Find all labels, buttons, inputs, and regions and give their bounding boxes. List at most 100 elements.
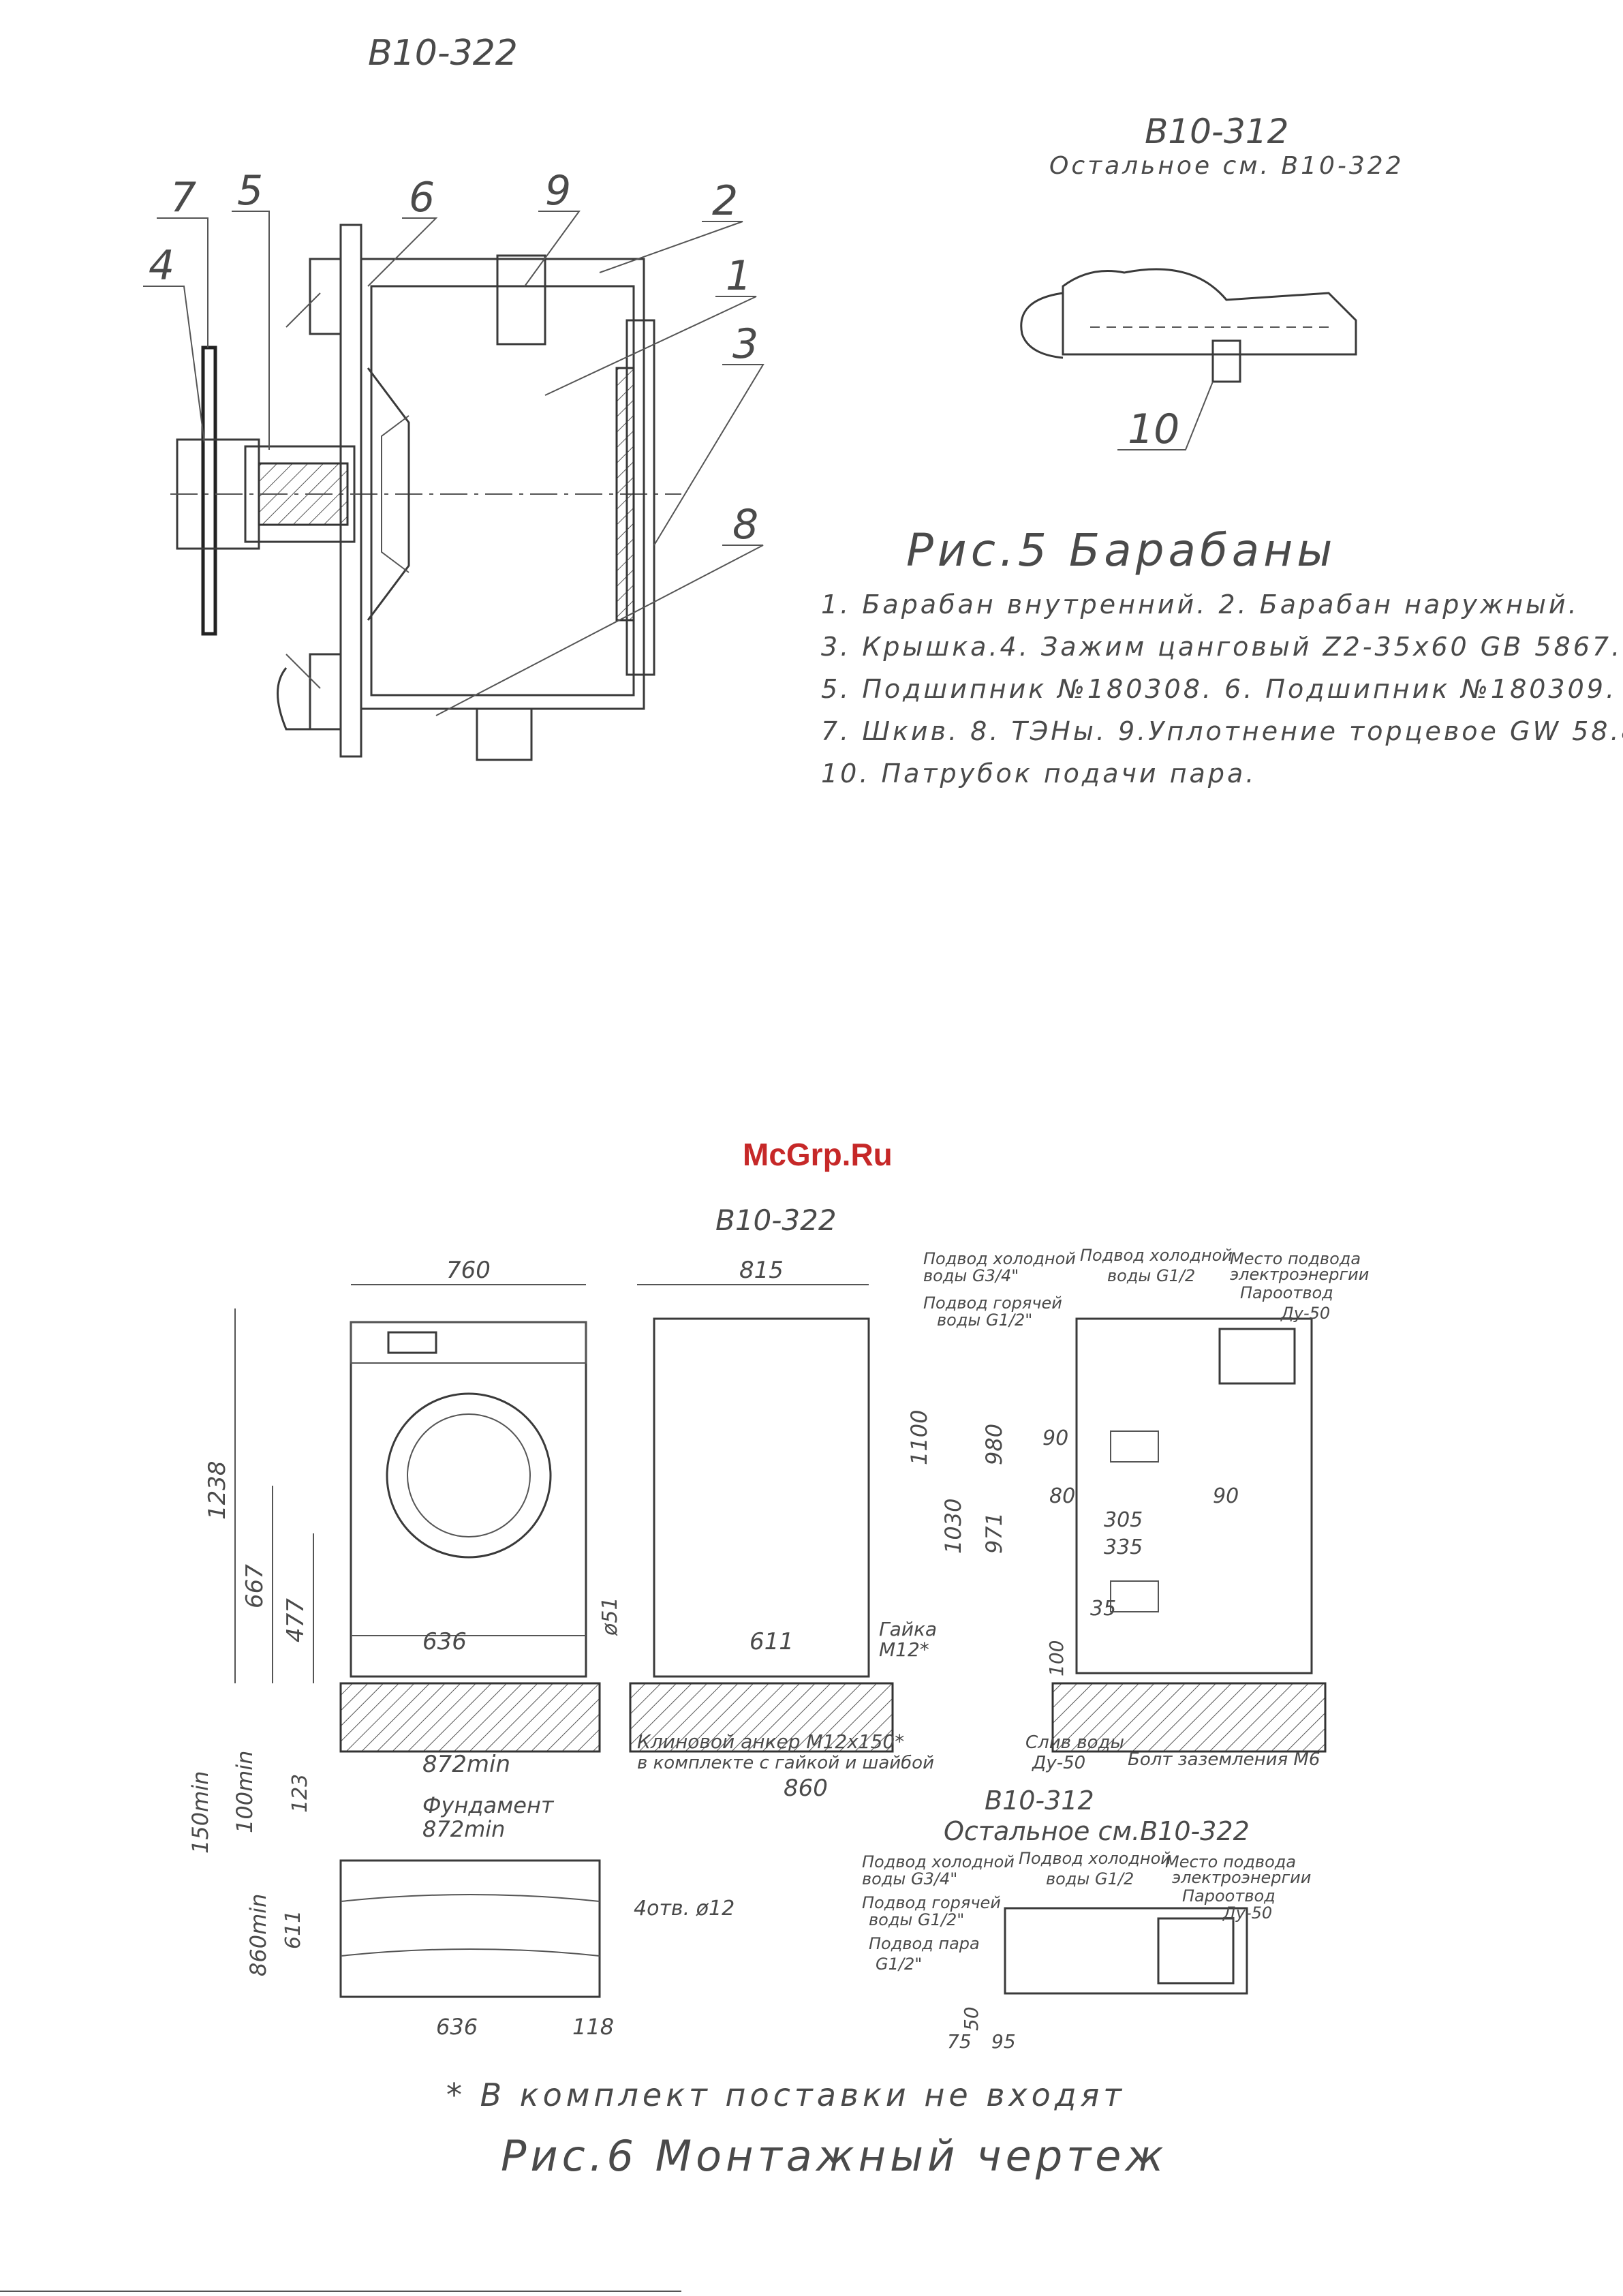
front-body	[350, 1321, 587, 1678]
rear-cold-2b: воды G1/2	[1107, 1266, 1195, 1285]
foundation-plan: Фундамент 872min 123 860min 611 4отв. ø1…	[245, 1774, 735, 2040]
pulley	[201, 346, 217, 636]
variant-vent	[1157, 1917, 1235, 1985]
fig5-caption: Рис.5 Барабаны	[906, 524, 1336, 577]
callout-5: 5	[237, 167, 263, 215]
front-view: 760 1238 667 477 636 872min 150min 100mi…	[187, 1257, 601, 1854]
rear-vent	[1218, 1328, 1296, 1385]
fig5-drum-section: В10-322 7 5 6 9 2 1 3 4 8	[143, 33, 1623, 789]
variant-steam-b: G1/2"	[876, 1955, 922, 1974]
variant-steam-pipe	[1211, 339, 1241, 383]
variant-hot-b: воды G1/2"	[869, 1910, 964, 1929]
control-panel	[350, 1321, 587, 1364]
legend-line: 7. Шкив. 8. ТЭНы. 9.Уплотнение торцевое …	[821, 716, 1623, 746]
variant-cold-1: Подвод холодной	[862, 1852, 1015, 1871]
dim-872min: 872min	[422, 1751, 510, 1778]
dim-90b: 90	[1213, 1484, 1239, 1508]
dim-100min: 100min	[232, 1751, 258, 1833]
lower-bracket	[309, 653, 342, 731]
fig5-variant-title: В10-312	[1145, 112, 1288, 151]
rear-view: Подвод холодной воды G3/4" Подвод холодн…	[906, 1246, 1369, 1773]
dim-760: 760	[446, 1257, 491, 1284]
variant-body	[1004, 1907, 1248, 1995]
fig5-legend: 1. Барабан внутренний. 2. Барабан наружн…	[821, 590, 1623, 789]
rear-vent-label: Пароотвод	[1240, 1283, 1333, 1302]
drum-back-cone	[367, 367, 410, 621]
drain-label: Слив воды	[1025, 1732, 1124, 1753]
anchor-label: Клиновой анкер М12х150*	[637, 1730, 904, 1753]
upper-bracket	[309, 258, 342, 335]
side-view: 815 611 ø51 Гайка М12* Клиновой анкер М1…	[598, 1257, 937, 1802]
fig6-model-title: В10-322	[715, 1204, 837, 1237]
steam-inlet	[496, 254, 546, 346]
callout-1: 1	[726, 252, 752, 300]
fig6-installation-drawing: В10-322 760 1238 667 477 636 872min 150m…	[187, 1204, 1369, 2181]
outer-drum	[360, 258, 645, 710]
rear-foundation	[1051, 1682, 1327, 1753]
fig6-variant-note: Остальное см.В10-322	[944, 1816, 1250, 1846]
callout-6: 6	[409, 174, 435, 221]
rear-cold-2: Подвод холодной	[1080, 1246, 1233, 1265]
callout-3: 3	[732, 320, 758, 368]
rear-power: Место подвода	[1230, 1249, 1361, 1268]
dim-860min: 860min	[245, 1894, 271, 1976]
callout-4: 4	[149, 242, 174, 290]
variant-power-b: электроэнергии	[1172, 1868, 1311, 1887]
callout-7: 7	[170, 174, 196, 221]
drain-b: Ду-50	[1032, 1753, 1085, 1773]
dim-611: 611	[749, 1628, 794, 1655]
ground-bolt: Болт заземления М6	[1128, 1749, 1320, 1770]
variant-power: Место подвода	[1165, 1852, 1296, 1871]
nut-size: М12*	[879, 1638, 929, 1661]
callouts: 7 5 6 9 2 1 3 4 8	[143, 167, 764, 716]
variant-cold-2: Подвод холодной	[1019, 1849, 1171, 1868]
variant-cold-1b: воды G3/4"	[862, 1869, 957, 1888]
callout-9: 9	[545, 167, 571, 215]
fig5-variant-note: Остальное см. В10-322	[1049, 152, 1404, 180]
legend-line: 10. Патрубок подачи пара.	[821, 759, 1256, 789]
nut-label: Гайка	[879, 1618, 937, 1640]
rear-body	[1075, 1317, 1313, 1674]
dim-305: 305	[1104, 1508, 1143, 1532]
legend-line: 1. Барабан внутренний. 2. Барабан наружн…	[821, 590, 1579, 619]
dim-860: 860	[784, 1775, 828, 1802]
rear-hot: Подвод горячей	[923, 1294, 1062, 1313]
foundation-title: Фундамент	[422, 1792, 555, 1818]
door-glass	[407, 1413, 531, 1537]
dim-815: 815	[739, 1257, 784, 1284]
dim-118: 118	[572, 2014, 614, 2040]
dim-1100: 1100	[906, 1410, 932, 1465]
variant-vent-label: Пароотвод	[1182, 1886, 1276, 1905]
front-foundation	[339, 1682, 601, 1753]
dim-980: 980	[981, 1424, 1007, 1465]
holes-label: 4отв. ø12	[634, 1897, 735, 1920]
variant-drum-outline	[1062, 268, 1357, 356]
belt-guard-lines	[285, 292, 321, 689]
dim-95: 95	[991, 2030, 1016, 2053]
dim-75: 75	[947, 2030, 972, 2053]
variant-rear-view: В10-312 Остальное см.В10-322 Подвод холо…	[862, 1786, 1311, 2053]
dim-50: 50	[960, 2006, 983, 2031]
dim-667: 667	[241, 1564, 268, 1608]
dim-971: 971	[981, 1512, 1007, 1554]
anchor-note: в комплекте с гайкой и шайбой	[637, 1753, 934, 1773]
rear-hot-b: воды G1/2"	[937, 1311, 1032, 1330]
drain-pipe	[476, 707, 533, 761]
side-foundation	[629, 1682, 894, 1753]
dim-1030: 1030	[940, 1499, 966, 1554]
dim-100: 100	[1045, 1640, 1068, 1677]
legend-line: 3. Крышка.4. Зажим цанговый Z2-35х60 GB …	[821, 632, 1622, 662]
display	[387, 1331, 437, 1354]
rear-cold-1: Подвод холодной	[923, 1249, 1076, 1268]
foundation-break-lines	[340, 1894, 600, 1957]
hose	[277, 667, 313, 731]
rear-power-b: электроэнергии	[1230, 1265, 1369, 1284]
rear-louvre-1	[1110, 1430, 1159, 1463]
variant-hose	[1020, 292, 1064, 359]
dim-35: 35	[1090, 1597, 1116, 1621]
watermark: McGrp.Ru	[743, 1137, 893, 1172]
dim-123: 123	[288, 1774, 312, 1813]
foundation-width: 872min	[422, 1816, 505, 1842]
dim-90a: 90	[1042, 1426, 1068, 1450]
